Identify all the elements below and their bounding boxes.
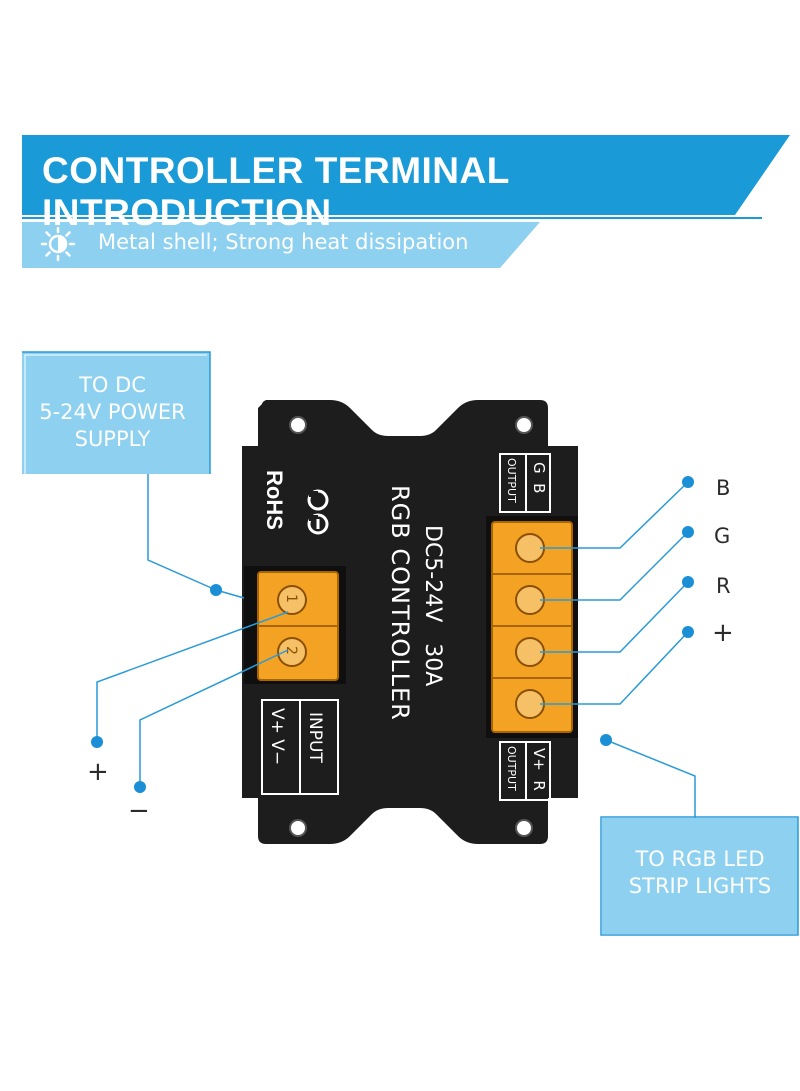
output-r-label: R <box>716 574 731 598</box>
strip-dot <box>600 734 612 746</box>
power-line-3: SUPPLY <box>74 427 151 451</box>
connector-lines <box>96 474 696 818</box>
rohs-mark: RoHS <box>262 470 287 530</box>
power-supply-box <box>22 351 211 474</box>
output-top-label: OUTPUT <box>505 458 518 503</box>
heat-sun-icon <box>40 226 76 262</box>
output-top-label-panel <box>499 453 551 513</box>
ce-mark <box>307 489 329 535</box>
input-minus-dot <box>134 781 146 793</box>
power-dot <box>210 584 222 596</box>
banner-subtitle: Metal shell; Strong heat dissipation <box>98 230 469 254</box>
output-top-pins: G B <box>530 462 548 493</box>
output-plus-dot <box>682 626 694 638</box>
strip-lights-label: TO RGB LED STRIP LIGHTS <box>605 846 795 900</box>
banner-shapes <box>22 135 790 268</box>
input-label-panel <box>261 699 339 795</box>
power-supply-label: TO DC 5-24V POWER SUPPLY <box>25 372 200 453</box>
input-pins-label: V+ V− <box>267 708 287 765</box>
output-bottom-pins: V+ R <box>530 748 548 791</box>
input-label: INPUT <box>305 712 325 763</box>
strip-line-2: STRIP LIGHTS <box>628 874 772 898</box>
connector-dots <box>91 476 694 793</box>
output-b-label: B <box>716 476 731 500</box>
output-b-dot <box>682 476 694 488</box>
device-spec: DC5-24V 30A <box>420 525 445 686</box>
header-banner: CONTROLLER TERMINAL INTRODUCTION Metal s… <box>0 0 800 280</box>
banner-title: CONTROLLER TERMINAL INTRODUCTION <box>42 150 510 233</box>
screw-1-label: 1 <box>283 594 299 603</box>
output-g-dot <box>682 526 694 538</box>
strip-line-1: TO RGB LED <box>635 847 765 871</box>
output-plus-label: + <box>712 618 734 648</box>
device-name: RGB CONTROLLER <box>386 485 414 721</box>
input-terminal-block <box>244 566 346 684</box>
output-r-dot <box>682 576 694 588</box>
power-line-2: 5-24V POWER <box>39 400 186 424</box>
input-plus-label: + <box>87 757 109 787</box>
screw-2-label: 2 <box>283 646 299 655</box>
input-plus-dot <box>91 736 103 748</box>
input-minus-label: − <box>128 796 150 826</box>
power-line-1: TO DC <box>79 373 146 397</box>
output-bottom-label: OUTPUT <box>505 746 518 791</box>
output-g-label: G <box>714 524 731 548</box>
output-bottom-label-panel <box>499 741 551 801</box>
strip-lights-box <box>600 816 799 936</box>
output-terminal-block <box>486 516 578 738</box>
